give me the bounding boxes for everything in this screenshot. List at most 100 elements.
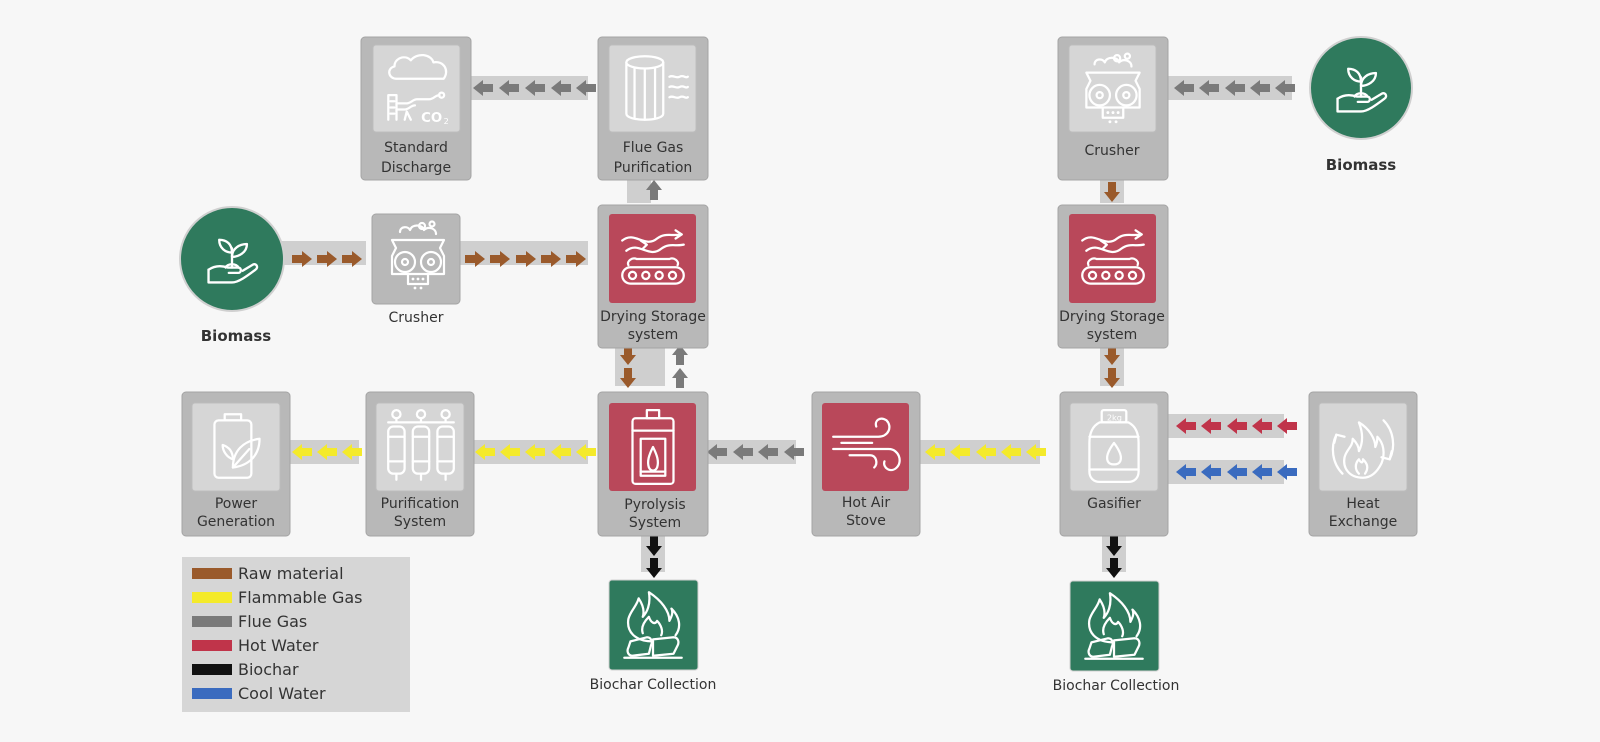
flow-arrow <box>1104 182 1120 202</box>
node-label: Purification <box>614 160 693 176</box>
flow-arrow <box>1106 536 1122 556</box>
node-label: Generation <box>197 514 275 530</box>
node-power-generation[interactable]: Power Generation <box>181 391 291 537</box>
flow-arrows <box>292 80 1297 578</box>
flow-arrow <box>525 80 545 96</box>
flow-arrow <box>499 80 519 96</box>
flow-arrow <box>672 368 688 388</box>
flow-arrow <box>1176 418 1196 434</box>
flow-arrow <box>1201 464 1221 480</box>
legend-label: Biochar <box>238 660 299 679</box>
legend-label: Flammable Gas <box>238 588 363 607</box>
node-standard-discharge[interactable]: Standard Discharge <box>360 36 472 181</box>
flow-arrow <box>1106 558 1122 578</box>
legend-swatch <box>192 688 232 699</box>
flow-arrow <box>576 444 596 460</box>
node-label: Drying Storage <box>600 309 706 325</box>
node-label: system <box>628 327 679 343</box>
node-biochar-collection-right[interactable]: Biochar Collection <box>1053 580 1180 694</box>
legend-label: Hot Water <box>238 636 319 655</box>
node-biomass-right[interactable]: Biomass <box>1309 36 1413 174</box>
flow-arrow <box>758 444 778 460</box>
node-label: Exchange <box>1329 514 1397 530</box>
flow-arrow <box>733 444 753 460</box>
flow-arrow <box>1227 418 1247 434</box>
flow-arrow <box>1201 418 1221 434</box>
node-label: Flue Gas <box>623 140 684 156</box>
node-flue-gas-purification[interactable]: Flue Gas Purification <box>597 36 709 181</box>
legend-swatch <box>192 640 232 651</box>
flow-arrow <box>317 444 337 460</box>
node-label: Biochar Collection <box>590 677 717 693</box>
flow-arrow <box>473 80 493 96</box>
flow-arrow <box>646 536 662 556</box>
flow-arrow <box>292 251 312 267</box>
node-pyrolysis-system[interactable]: Pyrolysis System <box>597 391 709 537</box>
flow-arrow <box>551 444 571 460</box>
flow-arrow <box>976 444 996 460</box>
node-purification-system[interactable]: Purification System <box>365 391 475 537</box>
node-biochar-collection-left[interactable]: Biochar Collection <box>590 579 717 693</box>
flow-arrow <box>1227 464 1247 480</box>
node-gasifier[interactable]: Gasifier <box>1059 391 1169 537</box>
node-label: Pyrolysis <box>624 497 685 513</box>
flow-arrow <box>1252 418 1272 434</box>
node-label: Biomass <box>1326 156 1397 174</box>
legend-swatch <box>192 664 232 675</box>
flow-arrow <box>465 251 485 267</box>
legend-swatch <box>192 568 232 579</box>
legend-label: Raw material <box>238 564 344 583</box>
flow-arrow <box>1277 464 1297 480</box>
flow-arrow <box>672 345 688 365</box>
node-label: Crusher <box>389 310 444 326</box>
flow-arrow <box>1199 80 1219 96</box>
legend-label: Flue Gas <box>238 612 307 631</box>
flow-arrow <box>516 251 536 267</box>
flow-arrow <box>784 444 804 460</box>
node-label: Hot Air <box>842 495 890 511</box>
flow-arrow <box>1250 80 1270 96</box>
flow-arrow <box>551 80 571 96</box>
flow-arrow <box>707 444 727 460</box>
node-heat-exchange[interactable]: Heat Exchange <box>1308 391 1418 537</box>
node-label: Biomass <box>201 327 272 345</box>
node-drying-storage-right[interactable]: Drying Storage system <box>1057 204 1169 349</box>
node-label: Biochar Collection <box>1053 678 1180 694</box>
flow-arrow <box>1252 464 1272 480</box>
flow-arrow <box>342 444 362 460</box>
flow-arrow <box>541 251 561 267</box>
flow-arrow <box>576 80 596 96</box>
node-label: System <box>394 514 446 530</box>
node-label: Standard <box>384 140 448 156</box>
node-label: system <box>1087 327 1138 343</box>
flow-arrow <box>1225 80 1245 96</box>
flow-arrow <box>292 444 312 460</box>
node-drying-storage-left[interactable]: Drying Storage system <box>597 204 709 349</box>
node-label: Heat <box>1346 496 1380 512</box>
node-crusher-right[interactable]: Crusher <box>1057 36 1169 181</box>
flow-arrow <box>1104 345 1120 365</box>
flow-arrow <box>1275 80 1295 96</box>
flow-arrow <box>490 251 510 267</box>
flow-arrow <box>1176 464 1196 480</box>
flow-arrow <box>1104 368 1120 388</box>
flow-arrow <box>925 444 945 460</box>
flow-arrow <box>1174 80 1194 96</box>
flow-arrow <box>500 444 520 460</box>
flow-arrow <box>646 180 662 200</box>
node-label: Crusher <box>1085 143 1140 159</box>
legend-label: Cool Water <box>238 684 326 703</box>
node-biomass-left[interactable]: Biomass <box>179 206 285 345</box>
flow-arrow <box>1277 418 1297 434</box>
node-crusher-left[interactable]: Crusher <box>371 213 461 326</box>
flow-arrow <box>620 368 636 388</box>
flow-arrow <box>566 251 586 267</box>
node-hot-air-stove[interactable]: Hot Air Stove <box>811 391 921 537</box>
flow-arrow <box>646 558 662 578</box>
legend-swatch <box>192 592 232 603</box>
node-label: Purification <box>381 496 460 512</box>
flow-arrow <box>1001 444 1021 460</box>
